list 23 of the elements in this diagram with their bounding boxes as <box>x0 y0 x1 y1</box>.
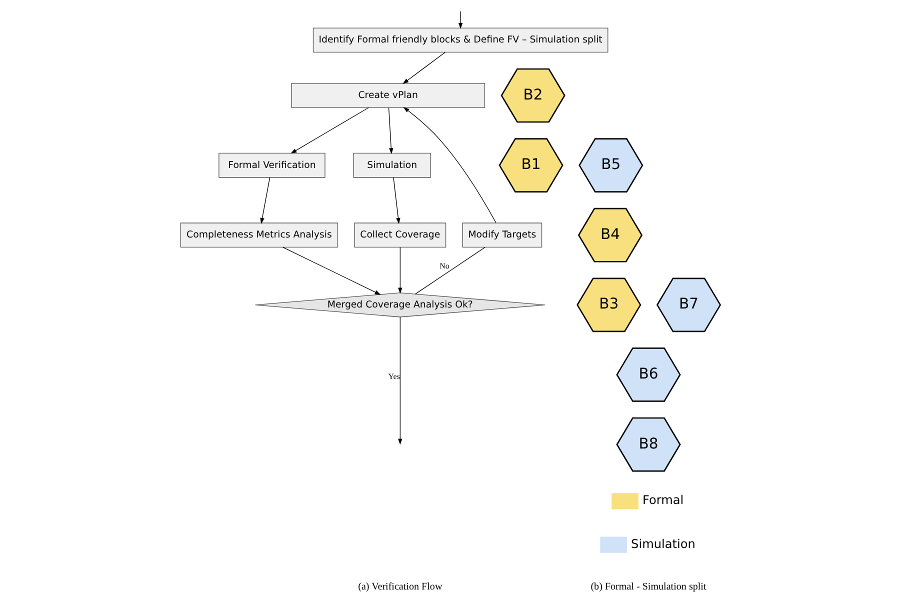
node-box: Simulation <box>353 152 432 178</box>
arrow <box>260 177 270 224</box>
node-box: Completeness Metrics Analysis <box>180 222 338 248</box>
arrow <box>403 106 496 224</box>
legend-label: Simulation <box>631 536 696 551</box>
node-box: Identify Formal friendly blocks & Define FV – Simulation split <box>312 28 608 53</box>
legend-label: Formal <box>642 493 684 508</box>
arrow <box>398 316 402 445</box>
arrow <box>458 11 463 29</box>
node-box: Modify Targets <box>462 222 542 248</box>
node-box: Create vPlan <box>291 83 486 108</box>
connector <box>414 246 486 294</box>
arrow <box>402 52 446 84</box>
arrow <box>282 246 381 295</box>
label: (b) Formal - Simulation split <box>590 581 706 592</box>
node-diamond: Merged Coverage Analysis Ok? <box>254 292 546 318</box>
node-box: Formal Verification <box>218 152 326 178</box>
arrow <box>393 177 400 224</box>
arrow <box>398 247 402 294</box>
arrow <box>290 107 369 154</box>
label: (a) Verification Flow <box>358 581 442 592</box>
arrow <box>388 107 394 154</box>
node-box: Collect Coverage <box>354 222 446 248</box>
